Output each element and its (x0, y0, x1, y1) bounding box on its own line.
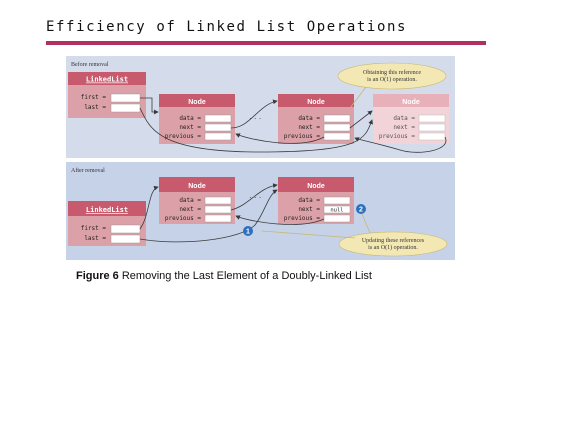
after-node-2-null-value: null (330, 208, 343, 214)
before-node-2-next-slot (323, 123, 351, 132)
before-last-slot (110, 103, 141, 113)
figure-caption-text: Removing the Last Element of a Doubly-Li… (121, 270, 372, 282)
after-callout-line-1: Updating these references (362, 237, 425, 244)
after-first-slot (110, 224, 141, 234)
after-node-2-next-label: next = (298, 206, 320, 213)
before-label: Before removal (71, 61, 109, 68)
title-underline (46, 41, 486, 45)
after-node-1-data-label: data = (179, 197, 201, 204)
after-node-1-next-label: next = (179, 206, 201, 213)
before-node-3-previous-slot (418, 132, 446, 141)
before-node-2-data-label: data = (298, 115, 320, 122)
after-node-2-next-slot (323, 205, 351, 214)
after-node-2-previous-label: previous = (284, 215, 321, 222)
after-node-1-next-slot (204, 205, 232, 214)
after-marker-2-label: 2 (359, 207, 363, 214)
before-last-arrow (139, 107, 373, 153)
before-node-1-next-slot (204, 123, 232, 132)
after-callout-line-2: is an O(1) operation. (368, 244, 418, 251)
before-last-label: last = (84, 104, 106, 111)
before-node-3-data-slot (418, 114, 446, 123)
before-callout (337, 62, 447, 90)
before-node-3-next-slot (418, 123, 446, 132)
after-node-2-data-label: data = (298, 197, 320, 204)
after-node-2-previous-slot (323, 214, 351, 223)
before-node1-next-arrow (230, 99, 278, 129)
after-marker-2 (356, 204, 366, 214)
after-callout (338, 231, 448, 257)
before-node-3-data-label: data = (393, 115, 415, 122)
before-node-2-data-slot (323, 114, 351, 123)
after-first-label: first = (81, 225, 107, 232)
before-node-2: Node data = next = previous = (278, 94, 354, 144)
before-node3-prev-arrow (354, 136, 447, 153)
after-node-2: Node data = next = null previous = (278, 177, 354, 224)
after-marker-1 (243, 226, 253, 236)
after-last-slot (110, 234, 141, 244)
before-node-1-previous-slot (204, 132, 232, 141)
after-node-1-previous-label: previous = (165, 215, 202, 222)
after-node-2-header: Node (307, 183, 325, 190)
before-node-1-previous-label: previous = (165, 133, 202, 140)
after-ellipsis: · · · (249, 193, 261, 202)
after-node1-next-arrow (230, 183, 278, 211)
after-linkedlist-box: LinkedList first = last = (68, 201, 146, 246)
before-node-1: Node data = next = previous = (159, 94, 235, 144)
before-node-1-data-slot (204, 114, 232, 123)
after-last-label: last = (84, 235, 106, 242)
before-linkedlist-header: LinkedList (86, 76, 128, 84)
before-callout-line-2: is an O(1) operation. (367, 76, 417, 83)
figure-caption: Figure 6 Removing the Last Element of a … (76, 270, 372, 282)
after-node-2-data-slot (323, 196, 351, 205)
before-node-2-header: Node (307, 99, 325, 106)
after-node-1-previous-slot (204, 214, 232, 223)
before-node-2-previous-slot (323, 132, 351, 141)
before-first-slot (110, 93, 141, 103)
before-node-1-next-label: next = (179, 124, 201, 131)
after-node2-prev-arrow (235, 215, 325, 225)
before-node-3-header: Node (402, 99, 420, 106)
before-node-2-next-label: next = (298, 124, 320, 131)
before-node-1-data-label: data = (179, 115, 201, 122)
before-first-arrow (140, 97, 159, 115)
after-marker-1-label: 1 (246, 229, 250, 236)
before-first-label: first = (81, 94, 107, 101)
after-node-1: Node data = next = previous = (159, 177, 235, 224)
after-label: After removal (71, 167, 105, 174)
before-linkedlist-box: LinkedList first = last = (68, 72, 146, 118)
before-node-2-previous-label: previous = (284, 133, 321, 140)
before-ellipsis: · · · (249, 114, 261, 123)
after-node-1-data-slot (204, 196, 232, 205)
after-first-arrow (139, 185, 159, 230)
before-node-1-header: Node (188, 99, 206, 106)
before-node-3: Node data = next = previous = (373, 94, 449, 144)
before-node2-next-arrow (349, 110, 373, 129)
after-linkedlist-header: LinkedList (86, 206, 128, 214)
page-title: Efficiency of Linked List Operations (46, 19, 408, 35)
before-node2-prev-arrow (235, 133, 325, 144)
before-node-3-previous-label: previous = (379, 133, 416, 140)
before-callout-line-1: Obtaining this reference (363, 69, 421, 76)
after-node-1-header: Node (188, 183, 206, 190)
before-node-3-next-label: next = (393, 124, 415, 131)
figure-number: Figure 6 (76, 270, 119, 282)
